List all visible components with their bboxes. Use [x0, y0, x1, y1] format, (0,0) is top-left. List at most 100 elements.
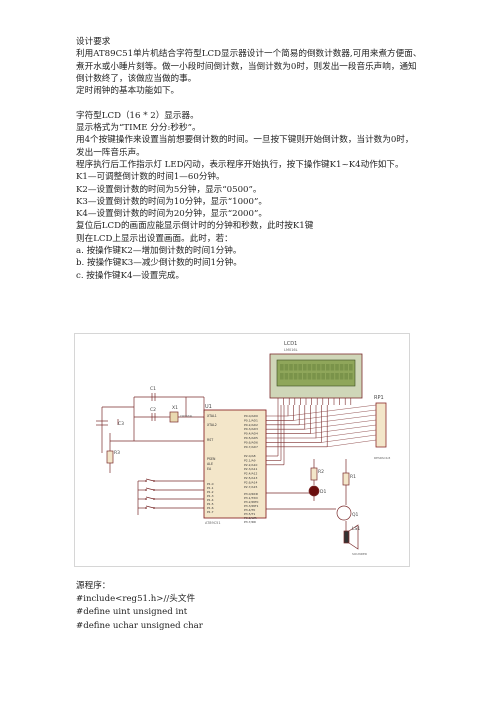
- mcu-pin-label: P0.3/AD3: [244, 427, 258, 431]
- lcd-cell: [280, 373, 284, 380]
- lcd-cell: [339, 373, 344, 380]
- reset-circuit: [96, 406, 204, 473]
- mcu-pin-label: P1.4: [207, 498, 214, 502]
- lcd-cell: [335, 373, 339, 380]
- lcd-cell: [321, 364, 325, 371]
- text-line: b. 按操作键K3—减少倒计数的时间1分钟。: [76, 258, 242, 269]
- lcd-cell: [303, 364, 307, 371]
- lcd-cell: [303, 373, 307, 380]
- mcu-pin-label: P3.0/RXD: [244, 492, 259, 496]
- mcu-body: [203, 409, 267, 519]
- text-line: 用4个按键操作来设置当前想要倒计数的时间。一旦按下键则开始倒计数，当计数为0时，: [76, 135, 414, 146]
- lcd-cell: [298, 373, 302, 380]
- lcd-cell: [307, 364, 312, 371]
- lcd-cell: [284, 364, 289, 371]
- mcu-psen-pin: PSEN: [207, 457, 216, 461]
- mcu-ale-pin: ALE: [207, 462, 213, 466]
- mcu-pin-label: P1.2: [207, 490, 214, 494]
- mcu-pin-label: P1.5: [207, 502, 214, 506]
- lcd-module: LCD1 LM016L: [269, 341, 363, 405]
- lcd-cell: [344, 364, 348, 371]
- push-buttons: [137, 478, 204, 515]
- button-contact: [145, 498, 147, 500]
- mcu-pin-label: P0.5/AD5: [244, 436, 258, 440]
- mcu-xtal2-pin: XTAL2: [207, 423, 217, 427]
- mcu-pin-label: P0.7/AD7: [244, 445, 258, 449]
- lcd-cell: [349, 373, 353, 380]
- c1-label: C1: [150, 386, 156, 392]
- speaker-label: SOUNDER: [352, 552, 367, 556]
- mcu-pin-label: P1.6: [207, 506, 214, 510]
- lcd-cell: [326, 364, 330, 371]
- lcd-cell: [312, 364, 316, 371]
- rp-body: [375, 402, 387, 448]
- lcd-cell: [307, 373, 312, 380]
- mcu-pin-label: P3.6/WR: [244, 516, 257, 520]
- mcu-pin-label: P2.2/A10: [244, 463, 258, 467]
- mcu-pin-label: P2.3/A11: [244, 467, 258, 471]
- bus-wire: [299, 414, 377, 425]
- mcu-label: U1: [205, 404, 212, 410]
- mcu-port0-labels: P0.0/AD0P0.1/AD1P0.2/AD2P0.3/AD3P0.4/AD4…: [244, 414, 258, 449]
- mcu-model: AT89C51: [205, 521, 221, 525]
- code-line: #include<reg51.h>//头文件: [76, 594, 196, 605]
- text-line: 设计要求: [76, 37, 111, 47]
- mcu-pin-label: P0.4/AD4: [244, 432, 258, 436]
- mcu-pin-label: P2.4/A12: [244, 472, 258, 476]
- mcu-pin-label: P2.6/A14: [244, 480, 258, 484]
- lcd-cell: [293, 364, 298, 371]
- schematic-svg: LCD1 LM016L U1 XTAL1 XTAL2 RST PSEN ALE …: [74, 333, 410, 567]
- mcu-pin-label: P3.1/TXD: [244, 496, 258, 500]
- code-line: #define uint unsigned int: [76, 607, 188, 618]
- oscillator-circuit: [133, 393, 205, 441]
- c2-label: C2: [150, 407, 156, 413]
- lcd-cell: [321, 373, 325, 380]
- mcu-port1-labels: P1.0P1.1P1.2P1.3P1.4P1.5P1.6P1.7: [207, 482, 214, 514]
- button-contact: [145, 480, 147, 482]
- requirements-text: 设计要求利用AT89C51单片机结合字符型LCD显示器设计一个简易的倒数计数器,…: [76, 36, 476, 282]
- mcu-chip: U1 XTAL1 XTAL2 RST PSEN ALE EA P0.0/AD0P…: [203, 404, 267, 525]
- r3-label: R3: [114, 450, 120, 456]
- bus-wire: [315, 429, 377, 439]
- ls1-label: LS1: [352, 526, 360, 532]
- circuit-schematic: LCD1 LM016L U1 XTAL1 XTAL2 RST PSEN ALE …: [74, 333, 410, 567]
- text-line: 复位后LCD的画面应能显示倒计时的分钟和秒数，此时按K1键: [76, 221, 314, 232]
- lcd-cell: [326, 373, 330, 380]
- button-contact: [153, 507, 155, 509]
- crystal-label: CRYSTAL: [180, 414, 193, 418]
- mcu-pin-label: P3.3/INT1: [244, 504, 259, 508]
- lcd-cell: [289, 373, 293, 380]
- text-line: 则在LCD上显示出设置画面。此时，若：: [76, 233, 233, 244]
- button-contact: [153, 498, 155, 500]
- mcu-pin-label: P3.7/RD: [244, 520, 257, 524]
- mcu-pin-label: P0.6/AD6: [244, 440, 258, 444]
- code-line: #define uchar unsigned char: [76, 620, 203, 631]
- lcd-cell: [349, 364, 353, 371]
- rp-label: RP1: [374, 395, 384, 401]
- text-line: [76, 97, 476, 109]
- mcu-port2-labels: P2.0/A8P2.1/A9P2.2/A10P2.3/A11P2.4/A12P2…: [244, 454, 258, 489]
- mcu-pin-label: P1.1: [207, 486, 214, 490]
- r2-label: R2: [318, 469, 324, 475]
- mcu-pin-label: P3.4/T0: [244, 508, 255, 512]
- mcu-pin-label: P2.5/A13: [244, 476, 258, 480]
- r1-label: R1: [350, 474, 356, 480]
- lcd-cell: [312, 373, 316, 380]
- lcd-cell: [335, 364, 339, 371]
- mcu-pin-label: P2.1/A9: [244, 458, 256, 462]
- mcu-pin-label: P3.5/T1: [244, 512, 255, 516]
- text-line: K2—设置倒计数的时间为5分钟，显示“0500”。: [76, 184, 262, 195]
- mcu-xtal1-pin: XTAL1: [207, 414, 217, 418]
- text-line: K4—设置倒计数的时间为20分钟，显示“2000”。: [76, 209, 267, 220]
- mcu-pin-label: P3.2/INT0: [244, 500, 259, 504]
- text-line: 煮开水或小睡片刻等。做一小段时间倒计数，当倒计数为0时，则发出一段音乐声响，通知: [76, 61, 417, 72]
- lcd-pins: [277, 398, 352, 405]
- d1-label: D1: [320, 489, 326, 495]
- data-bus-wires: [266, 404, 377, 466]
- mcu-pin-label: P1.0: [207, 482, 214, 486]
- text-line: 字符型LCD（16 * 2）显示器。: [76, 110, 199, 121]
- mcu-pin-label: P2.7/A15: [244, 485, 258, 489]
- button-contact: [145, 507, 147, 509]
- q1-label: Q1: [352, 512, 359, 518]
- bus-wire: [304, 419, 377, 430]
